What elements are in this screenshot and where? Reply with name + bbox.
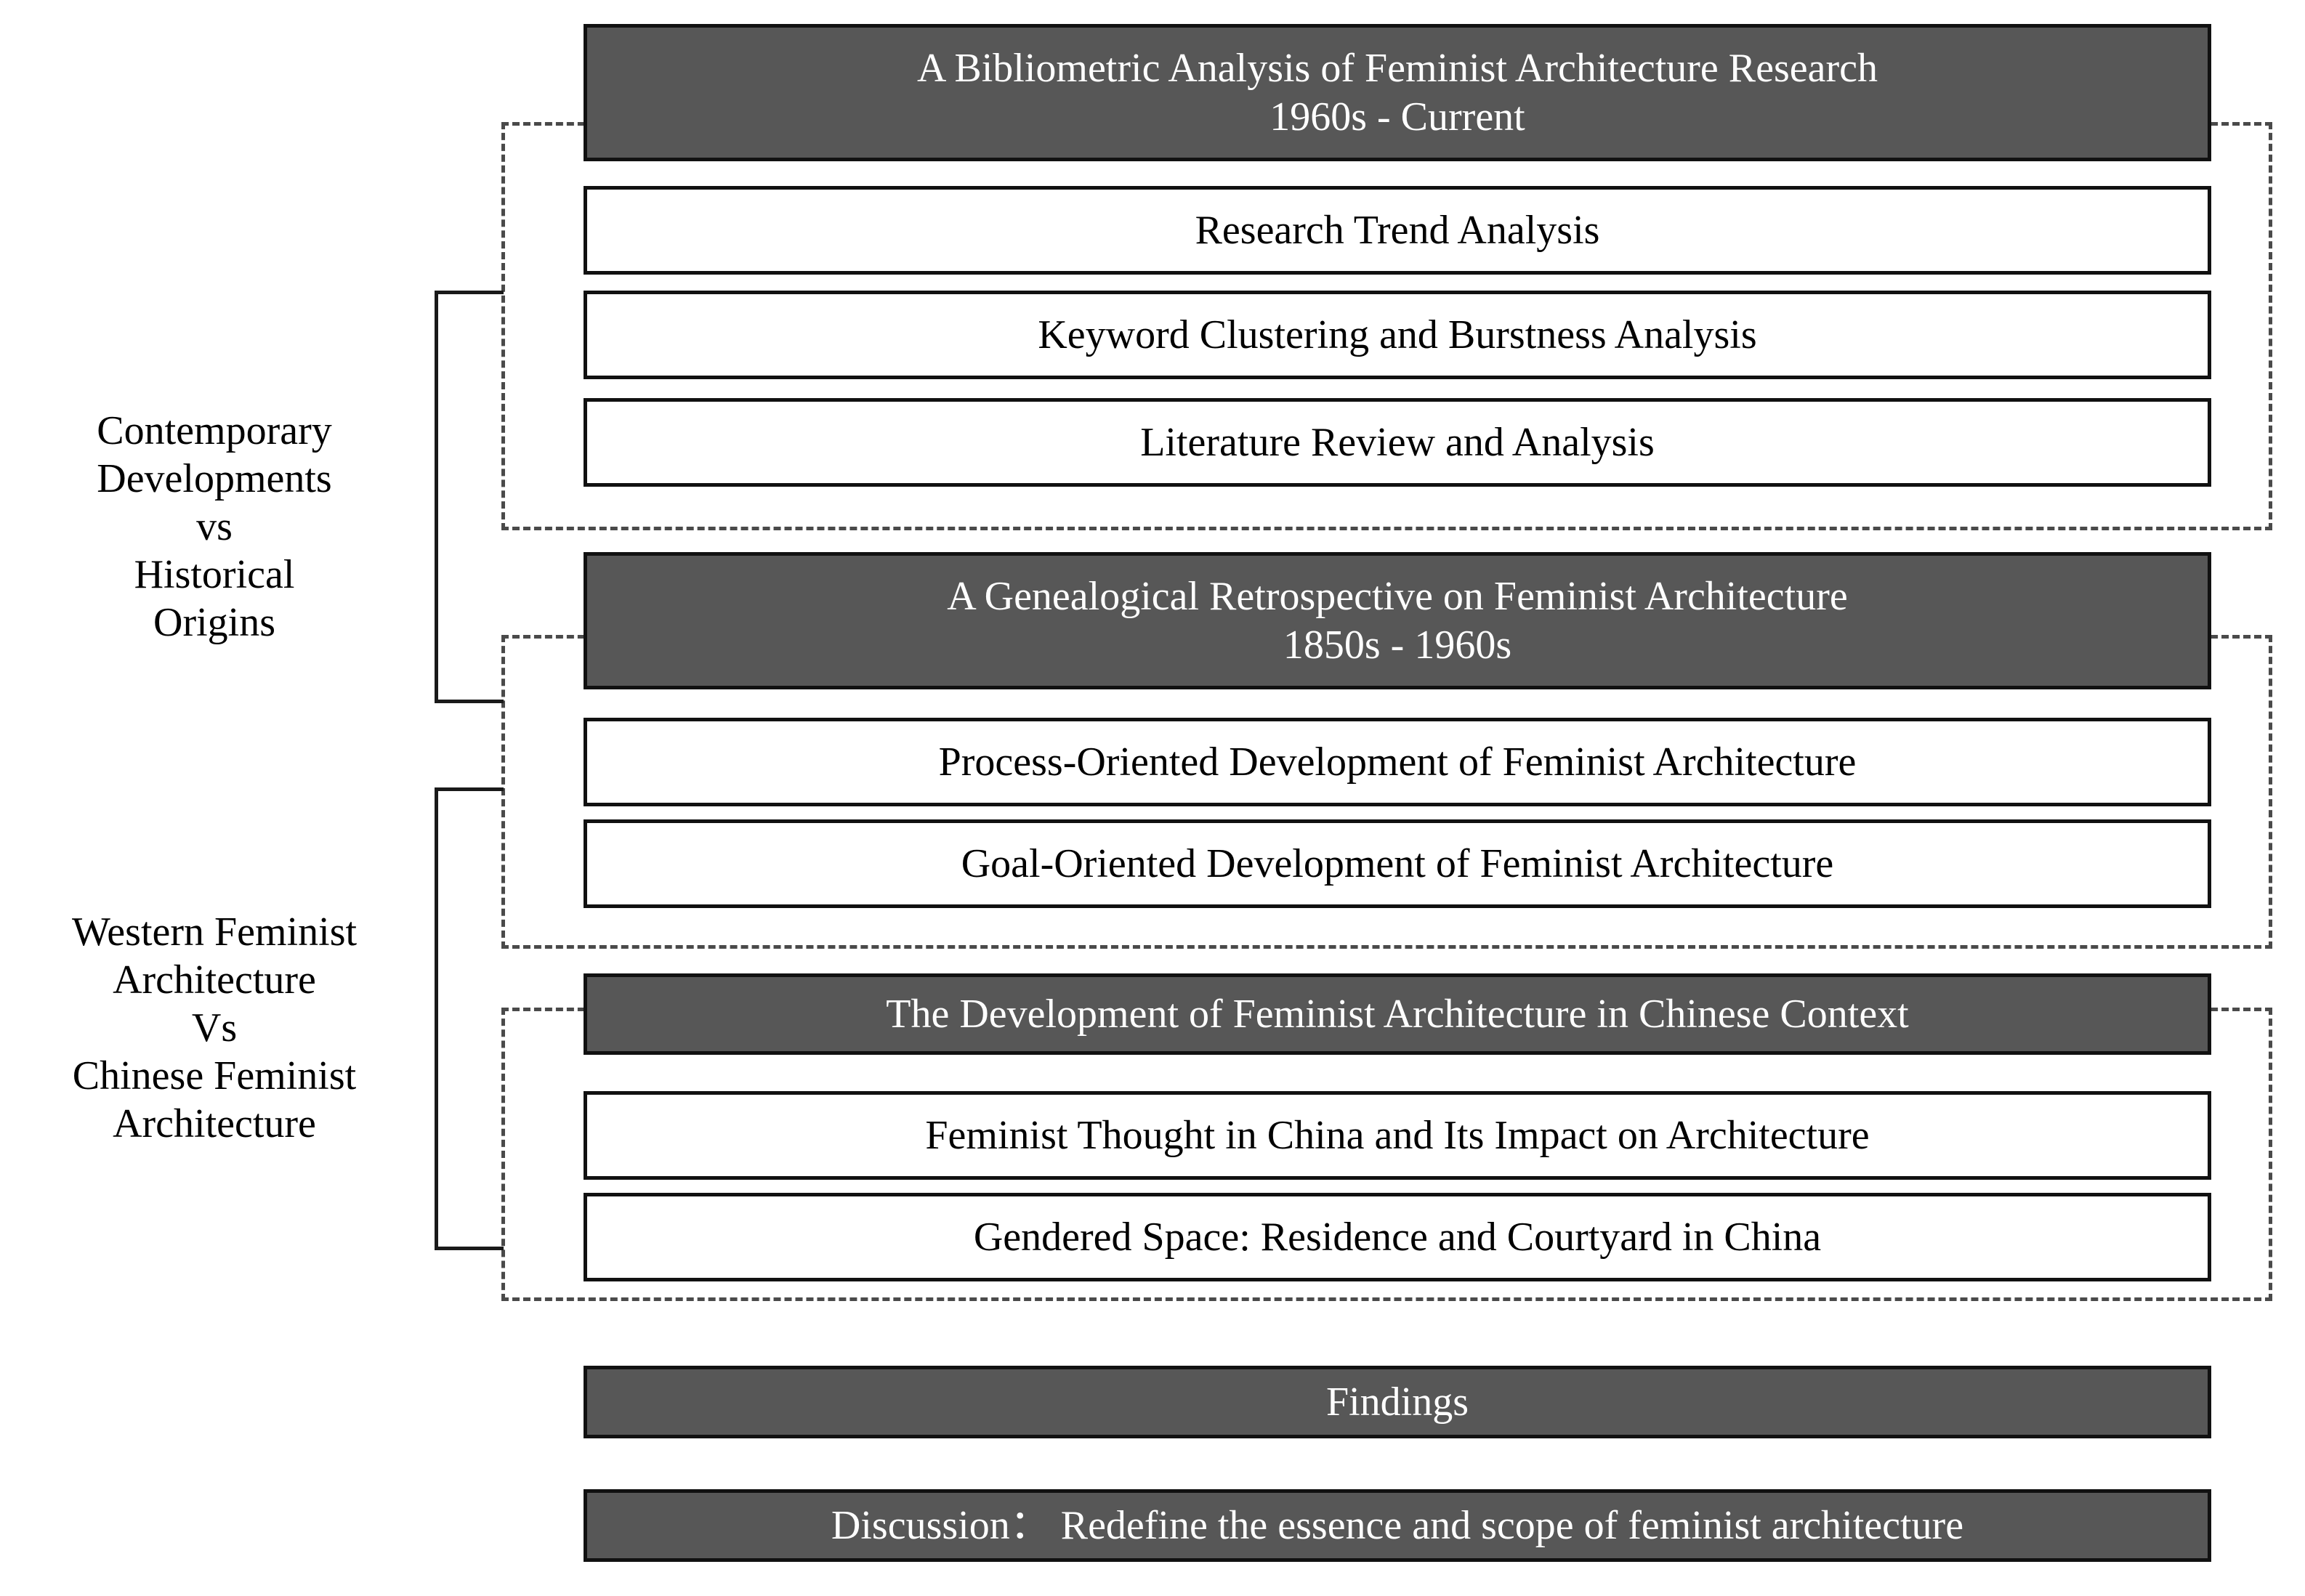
group-3-item-2: Gendered Space: Residence and Courtyard …	[584, 1193, 2211, 1281]
group-header-1: A Bibliometric Analysis of Feminist Arch…	[584, 24, 2211, 161]
group-1-item-2: Keyword Clustering and Burstness Analysi…	[584, 291, 2211, 379]
bracket-contemporary-vs-historical	[435, 291, 504, 703]
side-label-western-vs-chinese: Western Feminist Architecture Vs Chinese…	[71, 910, 358, 1147]
group-3-item-1: Feminist Thought in China and Its Impact…	[584, 1091, 2211, 1180]
group-header-3: The Development of Feminist Architecture…	[584, 973, 2211, 1055]
side-label-contemporary-vs-historical: Contemporary Developments vs Historical …	[97, 408, 332, 646]
discussion-box: Discussion： Redefine the essence and sco…	[584, 1489, 2211, 1562]
group-1-item-1: Research Trend Analysis	[584, 186, 2211, 275]
group-2-item-2: Goal-Oriented Development of Feminist Ar…	[584, 819, 2211, 908]
bracket-western-vs-chinese	[435, 787, 504, 1250]
group-header-2: A Genealogical Retrospective on Feminist…	[584, 552, 2211, 689]
group-2-item-1: Process-Oriented Development of Feminist…	[584, 718, 2211, 806]
group-1-item-3: Literature Review and Analysis	[584, 398, 2211, 487]
findings-box: Findings	[584, 1366, 2211, 1438]
